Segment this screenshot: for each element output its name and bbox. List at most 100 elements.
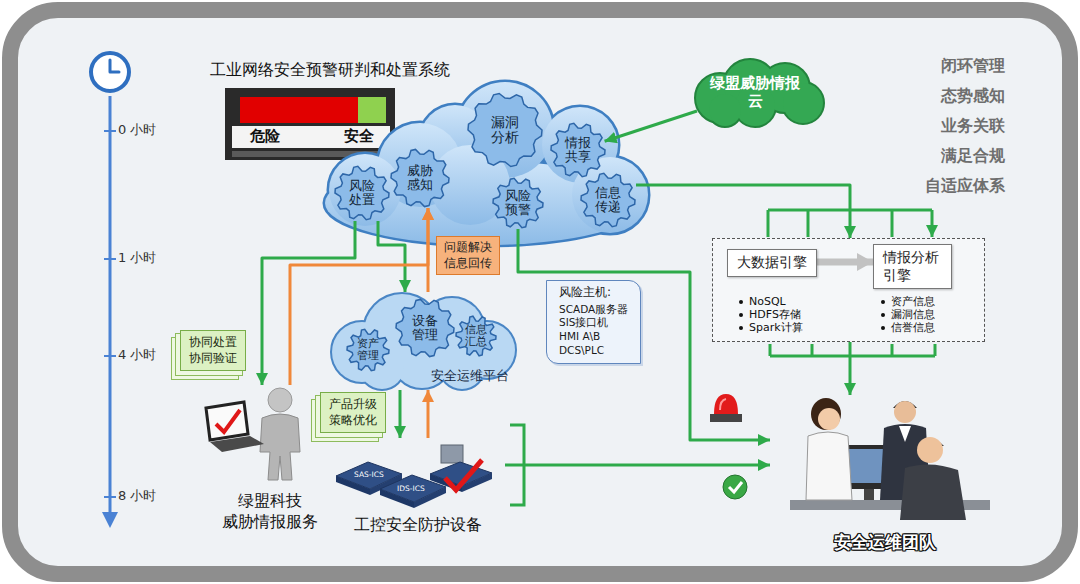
edge-label: 问题解决 信息回传 xyxy=(436,236,500,275)
gear-label: 资产管理 xyxy=(356,338,379,362)
bullet-dot xyxy=(881,326,885,330)
time-label: 8 小时 xyxy=(118,488,156,504)
merge-lines xyxy=(770,344,935,356)
bullet-text: 资产信息 xyxy=(891,295,935,308)
bullet-dot xyxy=(739,313,743,317)
check-mark xyxy=(216,410,240,432)
engine-box: 情报分析引擎 xyxy=(873,244,952,289)
device-label: SAS-ICS xyxy=(354,470,384,479)
gear-outline xyxy=(391,149,449,206)
figure-caption: 绿盟科技 威胁情报服务 xyxy=(218,491,322,533)
gear-label: 情报共享 xyxy=(564,136,591,165)
bullet-dot xyxy=(881,300,885,304)
gear-outline xyxy=(468,94,542,167)
shirt xyxy=(899,426,911,442)
gear-outline xyxy=(551,123,605,176)
bullet-text: Spark计算 xyxy=(749,321,803,334)
cloud-outline xyxy=(332,294,515,389)
bullet-text: NoSQL xyxy=(749,295,786,308)
gear-label: 漏洞分析 xyxy=(490,115,519,146)
monitor-stand xyxy=(864,489,874,500)
note-line: SCADA服务器 xyxy=(559,303,628,317)
figure-caption: 安全运维团队 xyxy=(834,531,936,553)
feature-label: 满足合规 xyxy=(941,146,1005,166)
time-label: 1 小时 xyxy=(118,250,156,266)
hair xyxy=(811,398,841,430)
note-line: 产品升级 xyxy=(329,397,377,413)
server-icon xyxy=(441,445,463,463)
bullet-text: HDFS存储 xyxy=(749,308,801,321)
note-line: 协同处置 xyxy=(189,335,237,351)
note-line: 策略优化 xyxy=(329,413,377,429)
engine-box: 大数据引擎 xyxy=(727,249,817,277)
face xyxy=(894,401,916,423)
gear-outline xyxy=(335,166,389,219)
gear-label: 威胁感知 xyxy=(406,164,433,193)
siren-shine xyxy=(720,399,726,410)
siren-dome xyxy=(714,394,738,414)
function-gear: 情报共享 xyxy=(550,122,606,178)
engine-label: 大数据引擎 xyxy=(737,254,807,272)
panel-strip xyxy=(232,126,390,148)
risk-panel xyxy=(225,88,395,160)
ok-badge xyxy=(723,475,747,499)
gear-label: 信息传递 xyxy=(594,186,621,215)
frame xyxy=(10,10,1070,574)
diagram-title: 工业网络安全预警研判和处置系统 xyxy=(210,60,450,80)
time-axis-head xyxy=(102,512,118,528)
safe-bar xyxy=(358,97,386,123)
function-gear: 资产管理 xyxy=(346,328,390,372)
bullet-dot xyxy=(881,313,885,317)
face xyxy=(818,408,840,430)
engine-group: NoSQLHDFS存储Spark计算 资产信息漏洞信息信誉信息 大数据引擎 情报分析引… xyxy=(712,238,985,342)
feature-label: 态势感知 xyxy=(941,86,1005,106)
siren-base xyxy=(710,414,742,422)
function-gear: 信息传递 xyxy=(580,172,636,228)
function-gear: 设备管理 xyxy=(395,298,455,358)
clock-face xyxy=(91,53,129,91)
gear-label: 风险预警 xyxy=(504,189,531,218)
connector xyxy=(505,464,770,467)
task-note: 产品升级策略优化 xyxy=(320,392,386,433)
risk-host-note: 风险主机:SCADA服务器SIS接口机HMI A\BDCS\PLC xyxy=(546,280,641,364)
feature-label: 闭环管理 xyxy=(941,56,1005,76)
engine-label: 情报分析引擎 xyxy=(883,249,942,284)
cloud-fill xyxy=(332,294,515,389)
connector xyxy=(636,185,850,238)
big-cloud-outline xyxy=(325,82,648,245)
bullet-dot xyxy=(739,326,743,330)
note-line: DCS\PLC xyxy=(559,344,628,358)
connector xyxy=(427,208,430,292)
time-axis xyxy=(109,96,112,514)
note-heading: 风险主机: xyxy=(559,285,628,301)
function-gear: 风险预警 xyxy=(492,177,544,229)
gear-label: 设备管理 xyxy=(411,314,438,343)
intel-cloud: 绿盟威胁情报云 xyxy=(685,58,825,126)
bullet-text: 信誉信息 xyxy=(891,321,935,334)
cloud-outline xyxy=(696,60,823,126)
cloud-label: 绿盟威胁情报云 xyxy=(709,74,802,110)
feature-label: 业务关联 xyxy=(941,116,1005,136)
gear-outline xyxy=(456,316,496,356)
gauge-label: 安全 xyxy=(344,127,374,146)
bullet-text: 漏洞信息 xyxy=(891,308,935,321)
connector xyxy=(849,342,852,395)
note-line: SIS接口机 xyxy=(559,316,628,330)
device-label: IDS-ICS xyxy=(397,484,425,493)
clock-hands xyxy=(110,60,119,72)
cloud-lobe xyxy=(709,94,741,126)
cloud-lobe xyxy=(329,154,401,226)
cloud-lobe xyxy=(329,154,401,226)
laptop-base xyxy=(210,436,264,452)
function-gear: 威胁感知 xyxy=(390,148,450,208)
cloud-fill xyxy=(696,60,823,126)
task-note: 协同处置协同验证 xyxy=(180,330,246,371)
bullet-dot xyxy=(739,300,743,304)
feature-label: 自适应体系 xyxy=(925,176,1005,196)
check-mark xyxy=(445,460,482,490)
time-ticks xyxy=(104,131,116,497)
ok-check xyxy=(729,482,742,492)
woman-body xyxy=(806,432,852,500)
laptop-screen xyxy=(206,402,248,440)
